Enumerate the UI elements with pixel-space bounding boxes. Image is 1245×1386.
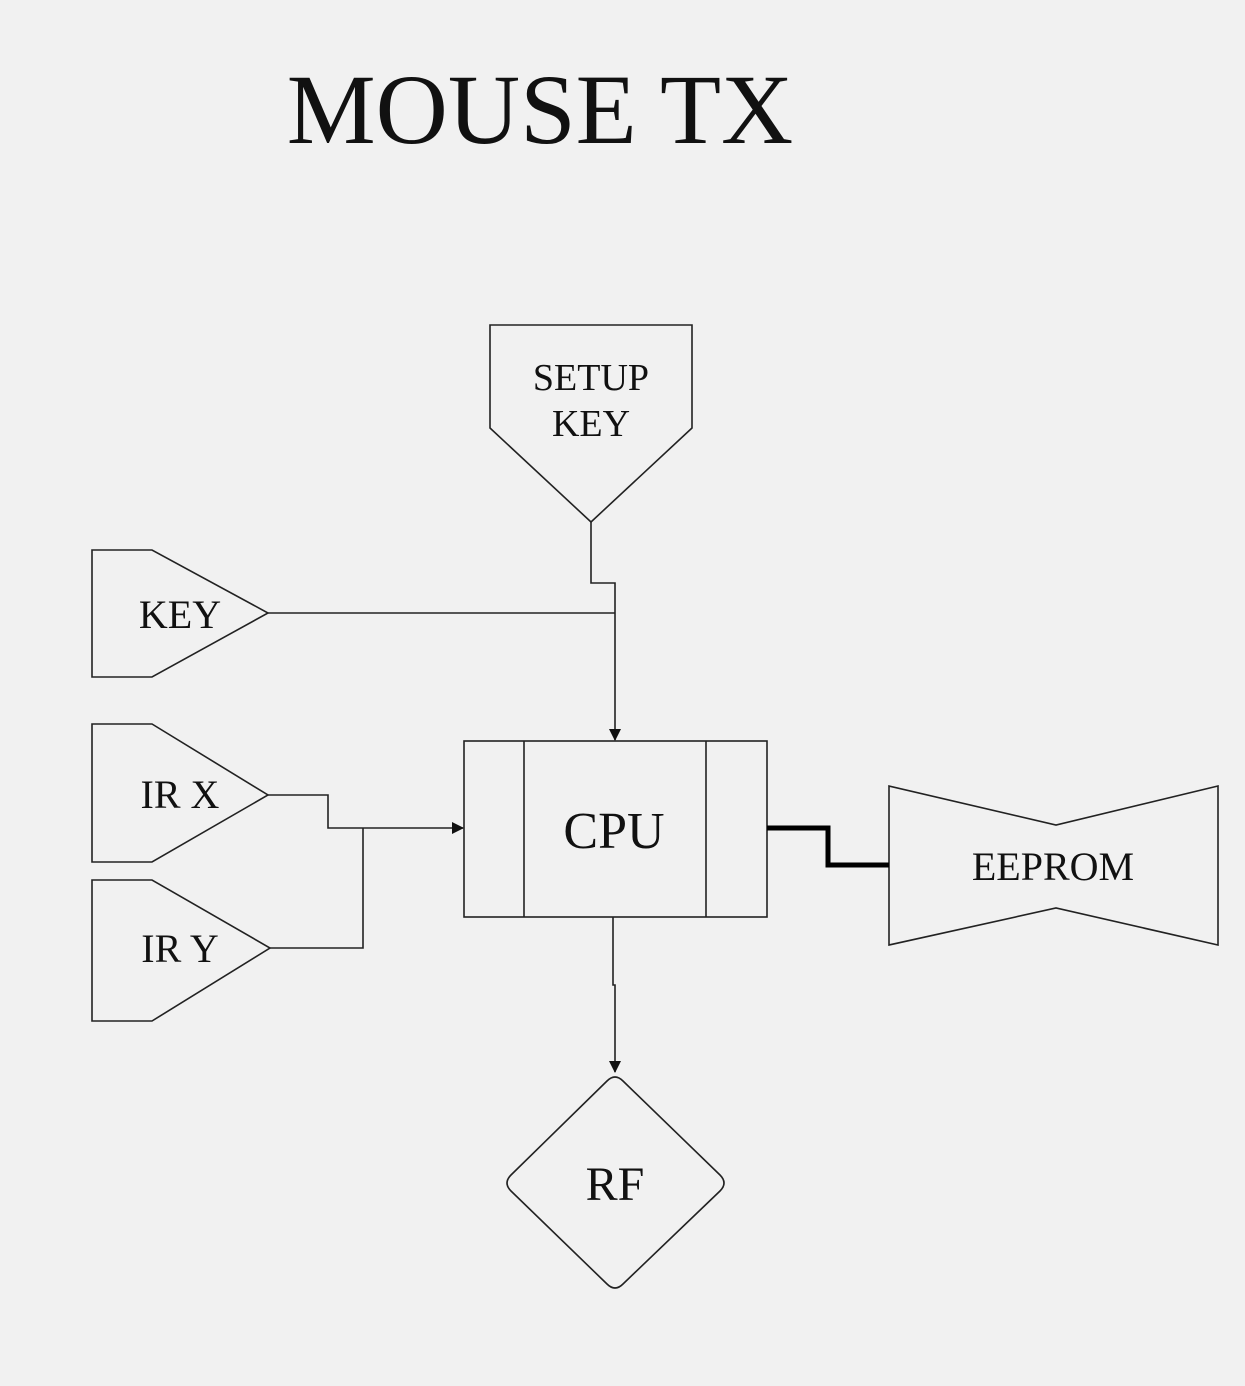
ir-y-block: IR Y	[91, 879, 272, 1022]
rf-block: RF	[506, 1076, 725, 1289]
key-block: KEY	[91, 549, 270, 678]
diagram-title: MOUSE TX	[287, 54, 794, 165]
setup-key-label-line2: KEY	[552, 403, 630, 445]
cpu-label: CPU	[563, 803, 664, 860]
ir-x-label: IR X	[141, 772, 220, 817]
setup-key-block: SETUP KEY	[489, 324, 693, 524]
ir-y-label: IR Y	[141, 926, 218, 971]
ir-x-to-cpu-wire	[268, 794, 464, 834]
rf-label: RF	[586, 1158, 645, 1211]
eeprom-block: EEPROM	[888, 784, 1219, 947]
key-label: KEY	[139, 592, 221, 637]
setup-key-label-line1: SETUP	[533, 357, 649, 399]
cpu-eeprom-bus	[767, 825, 889, 868]
eeprom-label: EEPROM	[972, 844, 1134, 889]
setup-key-to-cpu-wire	[590, 522, 621, 741]
ir-y-to-cpu-wire	[270, 828, 364, 949]
ir-x-block: IR X	[91, 723, 270, 863]
cpu-block: CPU	[463, 740, 768, 918]
cpu-to-rf-wire	[609, 917, 621, 1073]
